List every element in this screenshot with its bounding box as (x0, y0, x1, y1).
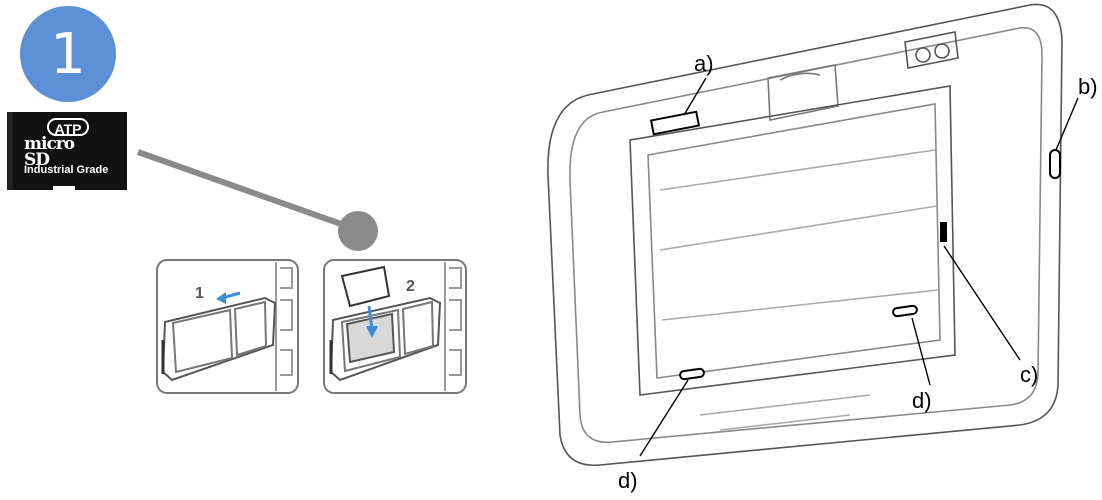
inset-step-2-number: 2 (406, 278, 415, 295)
step-number-badge: 1 (20, 6, 116, 102)
tablet-back (547, 3, 1063, 466)
insert-arrow-icon (216, 291, 241, 304)
insert-arrow-icon (366, 305, 378, 338)
microsd-card-icon (7, 112, 127, 190)
feature-b-button (1049, 149, 1061, 179)
callout-b: b) (1078, 74, 1098, 99)
inset-step-1-number: 1 (195, 285, 204, 302)
callout-d-left: d) (618, 468, 638, 493)
callout-c: c) (1020, 362, 1039, 387)
feature-a-slot (649, 110, 701, 136)
inset-step-2 (323, 259, 467, 394)
sd-logo: micro SD (24, 134, 75, 170)
feature-d-latch-left (679, 367, 705, 381)
leader-lines (639, 77, 1079, 457)
step-number: 1 (50, 21, 86, 87)
connector-line (136, 149, 360, 233)
sd-grade: Industrial Grade (24, 164, 109, 176)
inset-step-1 (156, 259, 299, 394)
connector-dot (338, 211, 378, 251)
callout-a: a) (694, 51, 714, 76)
feature-d-latch-right (892, 304, 918, 318)
feature-c-latch (940, 222, 947, 242)
sd-brand: ATP (47, 118, 89, 137)
callout-d-right: d) (912, 388, 932, 413)
